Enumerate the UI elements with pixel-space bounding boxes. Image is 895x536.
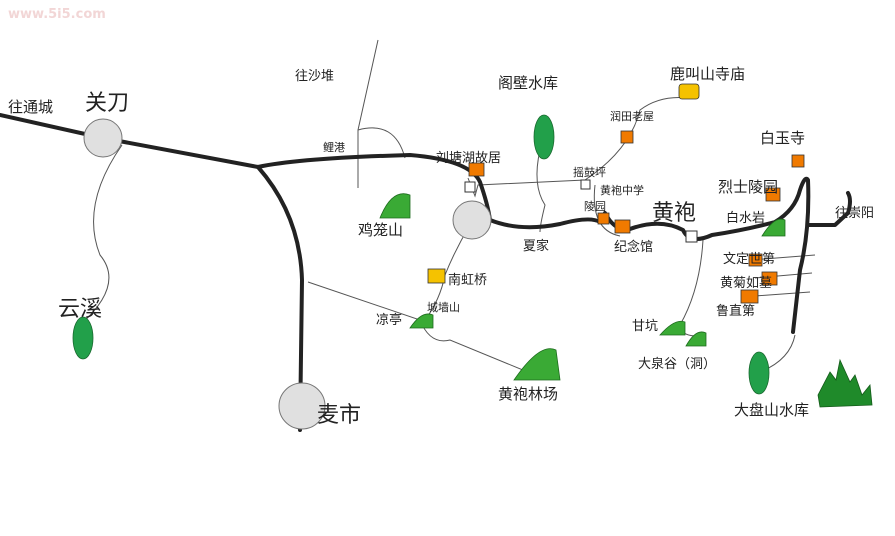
towns [83, 118, 492, 430]
heritage-marker-icon[interactable] [765, 187, 781, 202]
reservoirs [72, 114, 770, 395]
junction-icon [580, 179, 591, 190]
map-labels: 往通城 关刀 往沙堆 阁壁水库 鹿叫山寺庙 润田老屋 白玉寺 鲤港 刘塘湖故居 … [8, 65, 874, 428]
label-baishuiyan: 白水岩 [726, 210, 765, 226]
road-maishi [256, 165, 304, 432]
heritage-marker-icon[interactable] [597, 212, 610, 225]
heritage-marker-icon[interactable] [468, 162, 485, 177]
forest-icon [817, 358, 873, 408]
label-liutanghu-residence: 刘塘湖故居 [436, 150, 501, 166]
road-to-chongyang [806, 191, 852, 227]
heritage-markers [468, 130, 805, 304]
mountains [379, 193, 786, 381]
label-dapanshan-reservoir: 大盘山水库 [734, 401, 809, 419]
path-ligang [357, 127, 406, 159]
label-luqiaoshan-temple: 鹿叫山寺庙 [670, 65, 745, 83]
label-baiyu-temple: 白玉寺 [760, 129, 805, 147]
label-liangting: 凉亭 [376, 312, 402, 328]
temple-marker-icon[interactable] [427, 268, 446, 284]
label-runtian-house: 润田老屋 [610, 109, 654, 123]
path-yunxi [79, 144, 123, 326]
label-gebi-reservoir: 阁壁水库 [498, 74, 558, 92]
label-nanhong-bridge: 南虹桥 [448, 272, 487, 288]
heritage-marker-icon[interactable] [761, 271, 778, 286]
main-roads [0, 113, 852, 432]
label-huangpao-school: 黄袍中学 [600, 183, 644, 197]
heritage-marker-icon[interactable] [620, 130, 634, 144]
label-lingyuan: 陵园 [584, 200, 606, 213]
label-maishi: 麦市 [317, 403, 361, 428]
heritage-marker-icon[interactable] [791, 154, 805, 168]
junction-markers [464, 179, 698, 243]
mountain-icon[interactable] [409, 313, 434, 329]
label-yaoguping: 摇鼓坪 [573, 165, 606, 179]
label-huangpao: 黄袍 [652, 201, 696, 226]
town-circle-icon[interactable] [278, 382, 326, 430]
heritage-marker-icon[interactable] [614, 219, 631, 234]
label-xiajia: 夏家 [523, 238, 549, 254]
heritage-marker-icon[interactable] [740, 289, 759, 304]
path-to-shadui [357, 39, 379, 188]
minor-paths [79, 39, 816, 376]
label-ligang: 鲤港 [323, 140, 345, 154]
path-xiajia [536, 149, 546, 233]
label-chengqiangshan: 城墙山 [427, 300, 460, 314]
reservoir-icon[interactable] [748, 351, 770, 395]
reservoir-icon[interactable] [533, 114, 555, 160]
mountain-icon[interactable] [659, 320, 686, 336]
mountain-icon[interactable] [379, 193, 411, 219]
label-to-chongyang: 往崇阳 [835, 206, 874, 221]
label-to-tongcheng: 往通城 [8, 98, 53, 116]
label-to-shadui: 往沙堆 [295, 69, 334, 84]
town-circle-icon[interactable] [452, 200, 492, 240]
temple-markers [427, 83, 700, 284]
label-huangju-tomb: 黄菊如墓 [720, 275, 772, 291]
label-jilongshan: 鸡笼山 [358, 221, 403, 239]
junction-icon [464, 181, 476, 193]
label-gankeng: 甘坑 [632, 319, 658, 334]
label-guandao: 关刀 [85, 91, 129, 116]
junction-icon [685, 230, 698, 243]
label-yunxi: 云溪 [58, 297, 102, 322]
heritage-marker-icon[interactable] [748, 253, 763, 267]
mountain-icon[interactable] [761, 218, 786, 237]
label-luzhidi: 鲁直第 [716, 304, 755, 319]
mountain-icon[interactable] [685, 331, 707, 347]
town-circle-icon[interactable] [83, 118, 123, 158]
mountain-icon[interactable] [513, 348, 561, 381]
watermark: www.5i5.com [8, 7, 106, 22]
label-lieshi-cemetery: 烈士陵园 [718, 178, 778, 196]
label-wending-house: 文定世第 [723, 252, 775, 267]
label-daquangu: 大泉谷（洞） [638, 356, 716, 372]
path-forest [307, 281, 536, 376]
temple-marker-icon[interactable] [678, 83, 700, 100]
reservoir-icon[interactable] [72, 316, 94, 360]
label-memorial: 纪念馆 [614, 239, 653, 255]
label-huangpao-forest: 黄袍林场 [498, 385, 558, 403]
path-runtian [584, 97, 689, 181]
